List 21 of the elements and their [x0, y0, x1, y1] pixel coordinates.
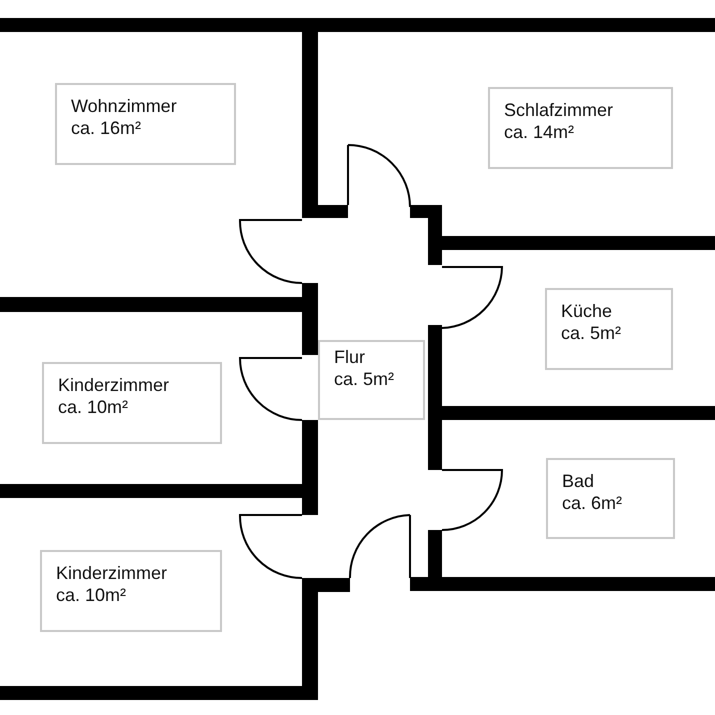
room-area: ca. 5m² — [334, 368, 409, 390]
room-area: ca. 10m² — [56, 584, 206, 606]
room-name: Kinderzimmer — [56, 562, 168, 584]
room-name: Schlafzimmer — [504, 99, 614, 121]
room-label-box — [318, 340, 425, 420]
room-label-box — [488, 87, 673, 169]
room-name: Kinderzimmer — [58, 374, 170, 396]
room-area: ca. 16m² — [71, 117, 220, 139]
room-name: Küche — [561, 300, 614, 322]
room-name: Bad — [562, 470, 596, 492]
room-area: ca. 10m² — [58, 396, 206, 418]
room-label-box — [42, 362, 222, 444]
room-area: ca. 5m² — [561, 322, 657, 344]
room-area: ca. 6m² — [562, 492, 659, 514]
room-area: ca. 14m² — [504, 121, 657, 143]
room-label-box — [40, 550, 222, 632]
room-label-box — [55, 83, 236, 165]
room-label-box — [546, 458, 675, 539]
room-label-box — [545, 288, 673, 370]
room-name: Flur — [334, 346, 366, 368]
room-name: Wohnzimmer — [71, 95, 178, 117]
